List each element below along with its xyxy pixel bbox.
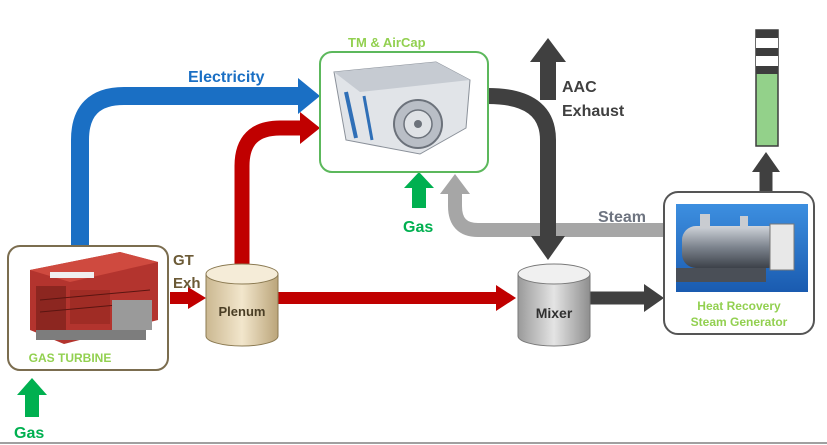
steam-arrow-shaft <box>448 192 664 237</box>
steam-arrow-head <box>440 174 470 194</box>
hrsg-to-stack-arrowhead <box>752 152 780 172</box>
aac-exhaust-label-line2: Exhaust <box>562 103 625 120</box>
gas-arrow-top-shaft <box>412 186 426 208</box>
plenum-to-tm-arrowhead <box>300 112 320 144</box>
gas-turbine-unit <box>7 245 169 371</box>
gt-to-plenum-arrowhead <box>188 287 206 309</box>
gas-arrow-bottom-shaft <box>25 393 39 417</box>
gas-arrow-bottom <box>17 378 47 417</box>
gas-arrow-top-head <box>404 172 434 188</box>
turbomachine-icon <box>333 61 471 155</box>
mixer-label: Mixer <box>536 305 573 321</box>
plenum-cylinder <box>205 263 279 347</box>
aac-exhaust-arrows <box>487 38 780 312</box>
hrsg-label-line2: Steam Generator <box>691 315 788 329</box>
tm-aircap-label: TM & AirCap <box>348 35 426 50</box>
tm-to-mixer-arrow <box>487 88 556 236</box>
steam-label: Steam <box>598 209 646 226</box>
mixer-cylinder <box>517 263 591 347</box>
electricity-arrow-head <box>298 78 320 114</box>
gt-exhaust-label-line2: Exh <box>173 275 201 292</box>
electricity-arrow-shaft <box>71 87 300 246</box>
hrsg-unit <box>663 191 815 335</box>
aac-exhaust-label-line1: AAC <box>562 79 597 96</box>
gas-label-top: Gas <box>403 219 433 236</box>
gas-turbine-label: GAS TURBINE <box>29 351 112 365</box>
tm-aircap-unit <box>319 51 489 173</box>
plenum-to-tm-arrow <box>234 120 302 266</box>
plenum-to-mixer-arrowhead <box>496 285 516 311</box>
aac-up-arrowhead <box>530 38 566 62</box>
gt-exhaust-label-line1: GT <box>173 252 194 269</box>
plenum-label: Plenum <box>219 304 266 319</box>
exhaust-stack-icon <box>755 29 779 147</box>
hrsg-label-line1: Heat Recovery <box>697 299 781 313</box>
gas-arrow-bottom-head <box>17 378 47 395</box>
gt-exhaust-arrows <box>170 112 516 311</box>
gas-turbine-icon <box>30 252 158 344</box>
boiler-icon <box>676 204 808 292</box>
electricity-arrow <box>71 78 320 246</box>
steam-arrow <box>440 174 664 237</box>
electricity-label: Electricity <box>188 69 265 86</box>
tm-to-mixer-arrowhead <box>531 236 565 260</box>
gas-label-bottom: Gas <box>14 425 44 442</box>
mixer-to-hrsg-arrowhead <box>644 284 664 312</box>
gas-arrow-top <box>404 172 434 208</box>
